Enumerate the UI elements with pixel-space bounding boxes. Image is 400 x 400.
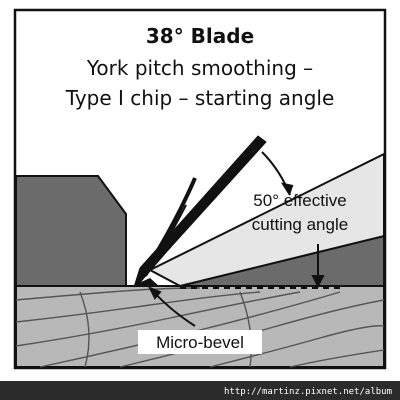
diagram-subtitle-line2: Type I chip – starting angle [65, 86, 335, 110]
plane-body-front [15, 175, 127, 287]
wood-grain [15, 287, 385, 368]
blade [130, 135, 267, 288]
label-effective-angle-line1: 50° effective [253, 191, 346, 210]
blade-back-region [147, 152, 385, 288]
wood-workpiece [15, 285, 385, 368]
footer-credit-link[interactable]: http://martinz.pixnet.net/album [224, 387, 392, 397]
chip-curl [138, 177, 197, 282]
diagram-subtitle-line1: York pitch smoothing – [86, 56, 313, 80]
microbevel-arrow-head [147, 286, 162, 300]
diagram-title: 38° Blade [146, 24, 254, 48]
angle-arrow-lower-head [311, 275, 325, 289]
angle-arrow-upper-head [280, 182, 294, 196]
chip-curl-inner [145, 204, 187, 277]
angle-arrows [147, 151, 325, 327]
microbevel-label-bg [138, 330, 262, 354]
micro-bevel-tip [130, 278, 160, 287]
label-microbevel: Micro-bevel [156, 333, 244, 352]
blade-edge-line [135, 139, 263, 287]
label-effective-angle-line2: cutting angle [252, 215, 348, 234]
footer-bar [0, 381, 400, 400]
